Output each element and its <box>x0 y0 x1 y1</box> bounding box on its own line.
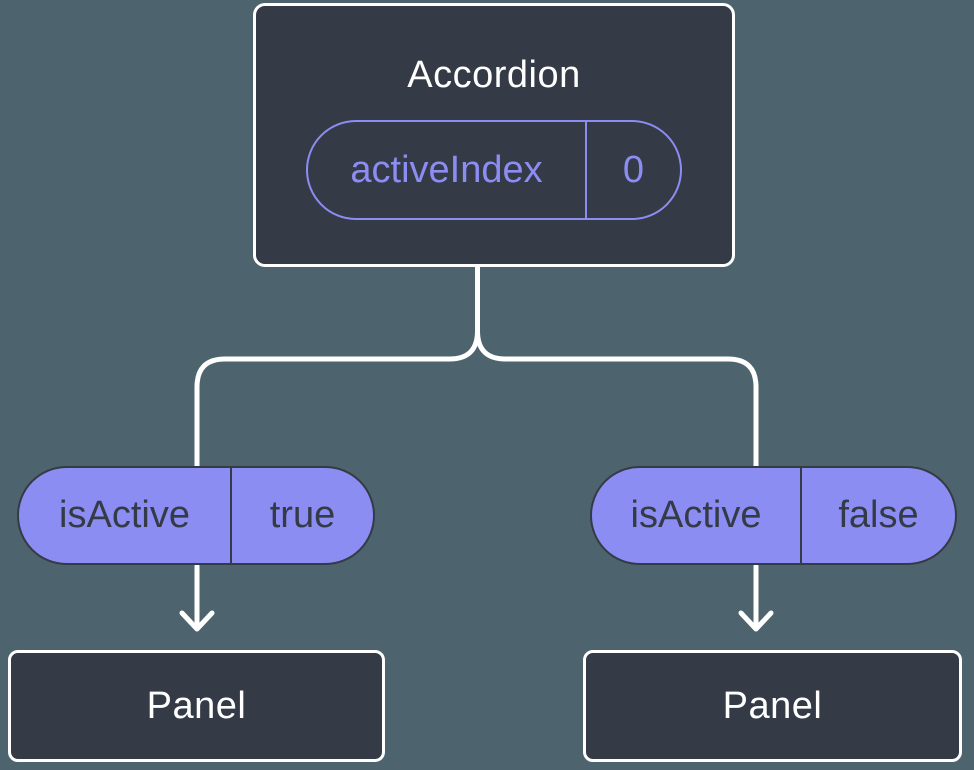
prop-pill-left: isActive true <box>17 466 375 565</box>
prop-name-right: isActive <box>592 468 802 563</box>
right-arrow-head-icon <box>738 610 774 632</box>
panel-title-right: Panel <box>722 684 823 727</box>
left-arrow-head-icon <box>179 610 215 632</box>
state-value: 0 <box>622 148 645 191</box>
branch-left-line <box>194 263 480 471</box>
prop-pill-right: isActive false <box>590 466 957 565</box>
branch-right-line <box>475 328 759 471</box>
panel-title-left: Panel <box>146 684 247 727</box>
prop-value-left: true <box>269 494 336 536</box>
panel-node-right: Panel <box>583 650 962 762</box>
accordion-node: Accordion activeIndex 0 <box>253 3 735 267</box>
accordion-title: Accordion <box>407 54 581 96</box>
state-pill: activeIndex 0 <box>306 120 682 220</box>
prop-name-left: isActive <box>19 468 232 563</box>
prop-value-right: false <box>838 494 919 536</box>
state-name: activeIndex <box>308 122 587 218</box>
panel-node-left: Panel <box>8 650 385 762</box>
